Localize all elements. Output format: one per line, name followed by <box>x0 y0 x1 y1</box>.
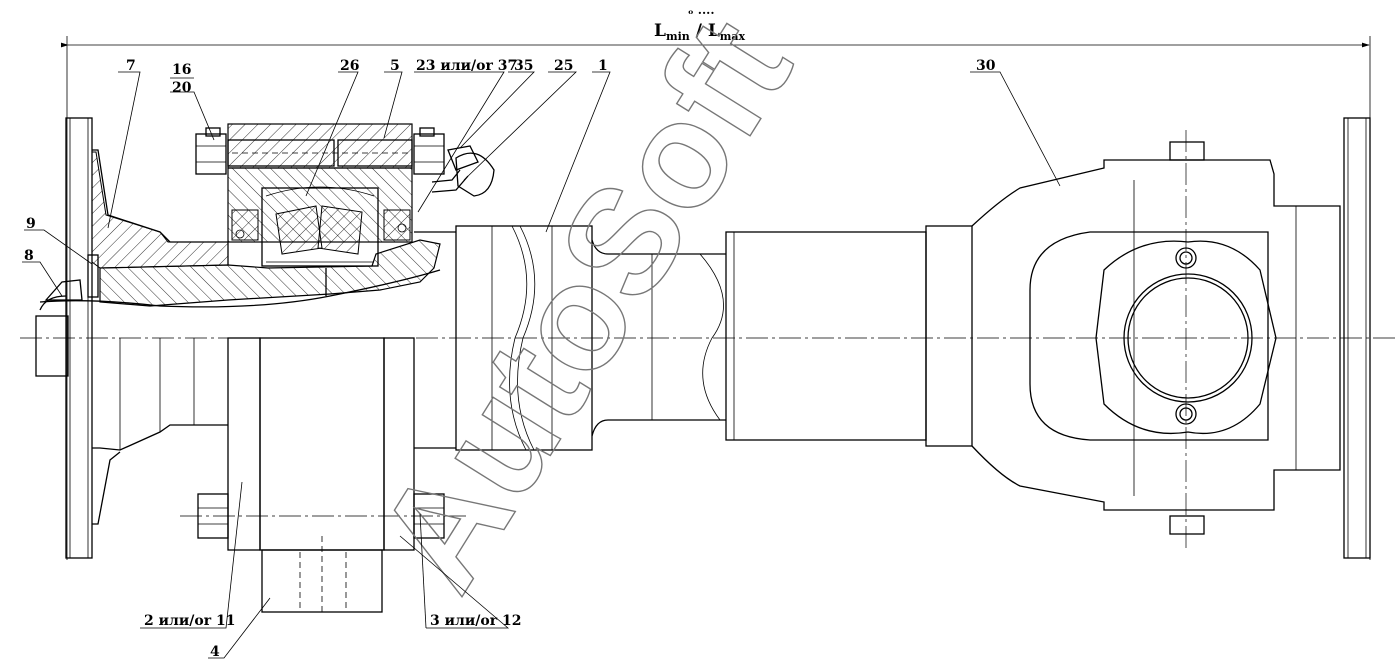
length-label: Lmin / Lmax <box>654 21 746 43</box>
nut-bottom-left <box>197 493 229 539</box>
callout-1: 1 <box>598 58 608 74</box>
bearing-housing-lower <box>180 337 470 613</box>
length-mark: ₒ .... <box>688 3 715 17</box>
callout-23: 23 или/or 37 <box>416 58 517 74</box>
intermediate-shaft <box>414 225 973 451</box>
callout-8: 8 <box>24 248 34 264</box>
callout-26: 26 <box>340 58 359 74</box>
callout-7: 7 <box>126 58 136 74</box>
hub-section <box>39 239 441 308</box>
callout-4: 4 <box>210 644 220 660</box>
callout-3-or-12: 3 или/or 12 <box>430 613 521 629</box>
right-universal-joint <box>971 117 1371 559</box>
bearing-housing <box>227 123 413 267</box>
callout-16: 16 <box>172 62 191 78</box>
callout-5: 5 <box>390 58 400 74</box>
left-flange-yoke <box>35 117 229 559</box>
nut-bottom-right <box>413 493 445 539</box>
leader-lines <box>22 71 1061 659</box>
callout-20: 20 <box>172 80 192 96</box>
grease-nipple <box>431 145 495 197</box>
spherical-roller-bearing <box>265 186 375 263</box>
watermark: AutoSoft <box>345 0 823 617</box>
nut-top-right <box>413 127 445 175</box>
callout-9: 9 <box>26 216 36 232</box>
nut-top-left <box>195 127 227 175</box>
callout-30: 30 <box>976 58 996 74</box>
callout-labels: 7 16 20 26 5 23 или/or 37 35 25 1 30 9 8… <box>24 58 996 660</box>
callout-2-or-11: 2 или/or 11 <box>144 613 235 629</box>
callout-25: 25 <box>554 58 573 74</box>
callout-35: 35 <box>514 58 533 74</box>
